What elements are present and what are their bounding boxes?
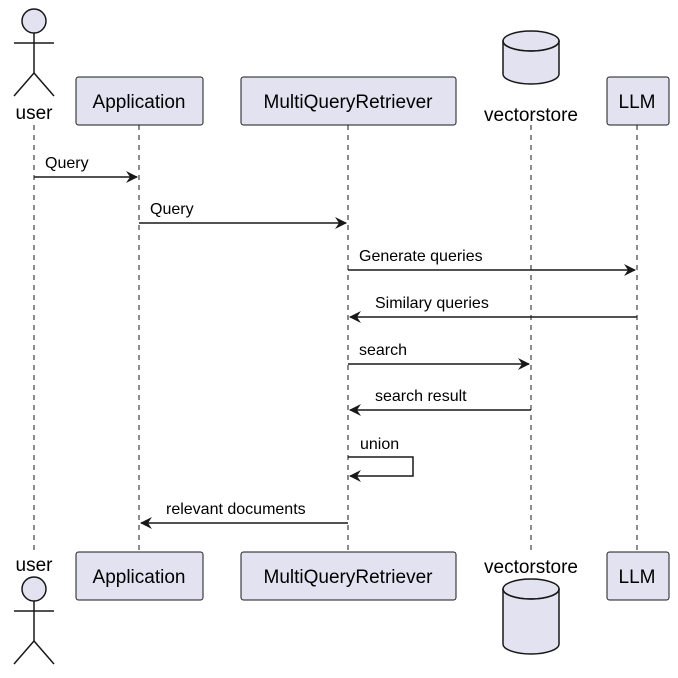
message-label: relevant documents: [166, 501, 306, 518]
message-multiqueryretriever-to-multiqueryretriever: union: [348, 436, 414, 482]
participant-label: user: [16, 103, 54, 124]
participant-box: [606, 551, 670, 601]
message-label: search: [359, 342, 407, 359]
participant-label: LLM: [619, 92, 656, 113]
participant-multiqueryretriever-bottom: MultiQueryRetriever: [240, 551, 457, 601]
participant-label: vectorstore: [484, 105, 578, 126]
message-llm-to-multiqueryretriever: Similary queries: [349, 295, 637, 323]
participant-box: [606, 76, 670, 126]
stick-figure-icon: [13, 576, 55, 665]
participant-vectorstore-top: vectorstore: [484, 30, 578, 126]
participant-application-top: Application: [75, 76, 204, 126]
participant-multiqueryretriever-top: MultiQueryRetriever: [240, 76, 457, 126]
self-message-arrow: [348, 456, 414, 482]
participant-box: [240, 76, 457, 126]
participant-label: LLM: [619, 567, 656, 588]
message-label: Similary queries: [375, 295, 489, 312]
participant-vectorstore-bottom: vectorstore: [484, 557, 578, 655]
participant-label: vectorstore: [484, 557, 578, 578]
participant-label: MultiQueryRetriever: [264, 92, 434, 113]
message-label: Query: [150, 201, 194, 218]
database-cylinder-icon: [502, 578, 560, 655]
message-multiqueryretriever-to-application: relevant documents: [140, 501, 348, 529]
message-label: Query: [45, 155, 89, 172]
participant-label: user: [16, 555, 54, 576]
participant-box: [75, 551, 204, 601]
participant-llm-bottom: LLM: [606, 551, 670, 601]
message-label: search result: [375, 388, 467, 405]
participant-user-top: user: [13, 8, 55, 124]
message-label: Generate queries: [359, 248, 483, 265]
message-multiqueryretriever-to-llm: Generate queries: [348, 248, 636, 276]
participant-llm-top: LLM: [606, 76, 670, 126]
participant-label: Application: [93, 92, 186, 113]
participant-application-bottom: Application: [75, 551, 204, 601]
message-user-to-application: Query: [34, 155, 138, 183]
participant-label: MultiQueryRetriever: [264, 567, 434, 588]
message-multiqueryretriever-to-vectorstore: search: [348, 342, 530, 370]
participant-box: [75, 76, 204, 126]
message-label: union: [360, 436, 399, 453]
stick-figure-icon: [13, 8, 55, 97]
message-application-to-multiqueryretriever: Query: [139, 201, 347, 229]
participant-label: Application: [93, 567, 186, 588]
message-vectorstore-to-multiqueryretriever: search result: [349, 388, 531, 416]
participant-box: [240, 551, 457, 601]
participant-user-bottom: user: [13, 555, 55, 665]
database-cylinder-icon: [502, 30, 560, 85]
